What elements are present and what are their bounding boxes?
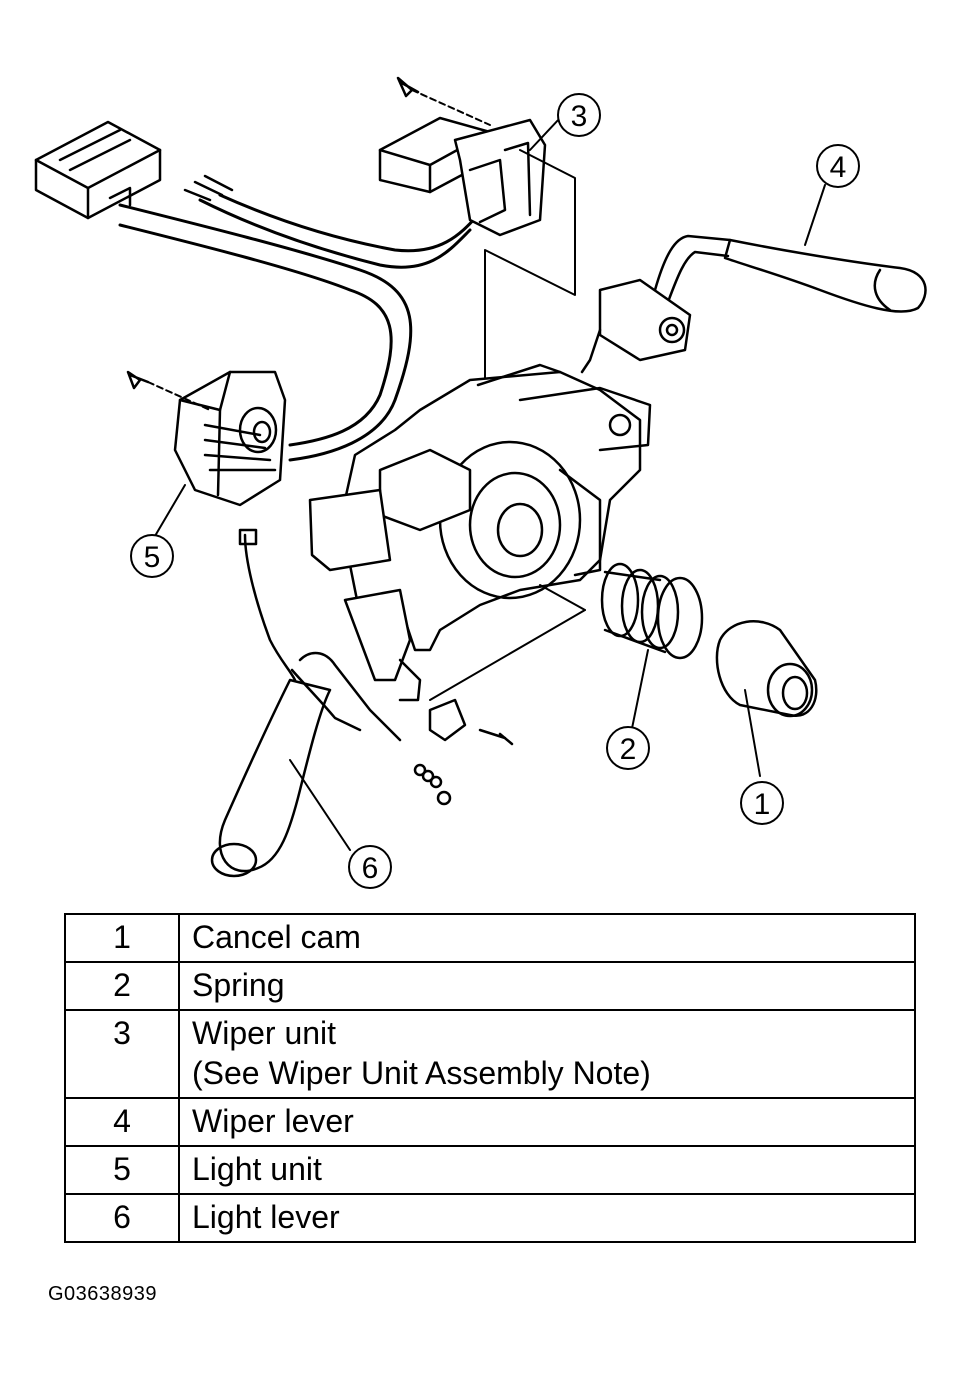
svg-text:4: 4 (830, 151, 847, 184)
legend-table: 1 Cancel cam 2 Spring 3 Wiper unit (See … (64, 913, 916, 1243)
clip-screw (428, 698, 514, 746)
spring (600, 562, 704, 660)
legend-row: 4 Wiper lever (64, 1097, 916, 1147)
svg-text:2: 2 (620, 733, 637, 766)
legend-row: 5 Light unit (64, 1145, 916, 1195)
callout-2: 2 (606, 726, 650, 770)
legend-description: Light unit (178, 1145, 916, 1195)
svg-text:3: 3 (571, 100, 588, 133)
callout-3: 3 (557, 93, 601, 137)
legend-row: 1 Cancel cam (64, 913, 916, 963)
legend-number: 5 (64, 1145, 180, 1195)
legend-number: 2 (64, 961, 180, 1011)
callout-4: 4 (816, 144, 860, 188)
callout-5: 5 (130, 534, 174, 578)
legend-row: 6 Light lever (64, 1193, 916, 1243)
callout-1: 1 (740, 781, 784, 825)
wiring-harness (118, 174, 480, 462)
svg-text:6: 6 (362, 852, 379, 885)
legend-number: 3 (64, 1009, 180, 1099)
exploded-diagram: 1 2 3 4 5 6 (34, 76, 927, 889)
light-unit (126, 370, 287, 507)
light-lever (210, 528, 452, 878)
wiper-lever (580, 234, 927, 374)
legend-number: 4 (64, 1097, 180, 1147)
wiper-unit (378, 76, 547, 237)
wiring-connector (34, 120, 162, 220)
legend-number: 1 (64, 913, 180, 963)
legend-row: 3 Wiper unit (See Wiper Unit Assembly No… (64, 1009, 916, 1099)
cancel-cam (715, 620, 818, 718)
legend-description: Light lever (178, 1193, 916, 1243)
legend-description: Wiper unit (See Wiper Unit Assembly Note… (178, 1009, 916, 1099)
legend-description: Cancel cam (178, 913, 916, 963)
svg-text:5: 5 (144, 541, 161, 574)
legend-description: Wiper lever (178, 1097, 916, 1147)
legend-row: 2 Spring (64, 961, 916, 1011)
legend-description: Spring (178, 961, 916, 1011)
callout-6: 6 (348, 845, 392, 889)
svg-text:1: 1 (754, 788, 771, 821)
switch-body (308, 363, 652, 702)
legend-number: 6 (64, 1193, 180, 1243)
figure-id: G03638939 (48, 1283, 158, 1305)
